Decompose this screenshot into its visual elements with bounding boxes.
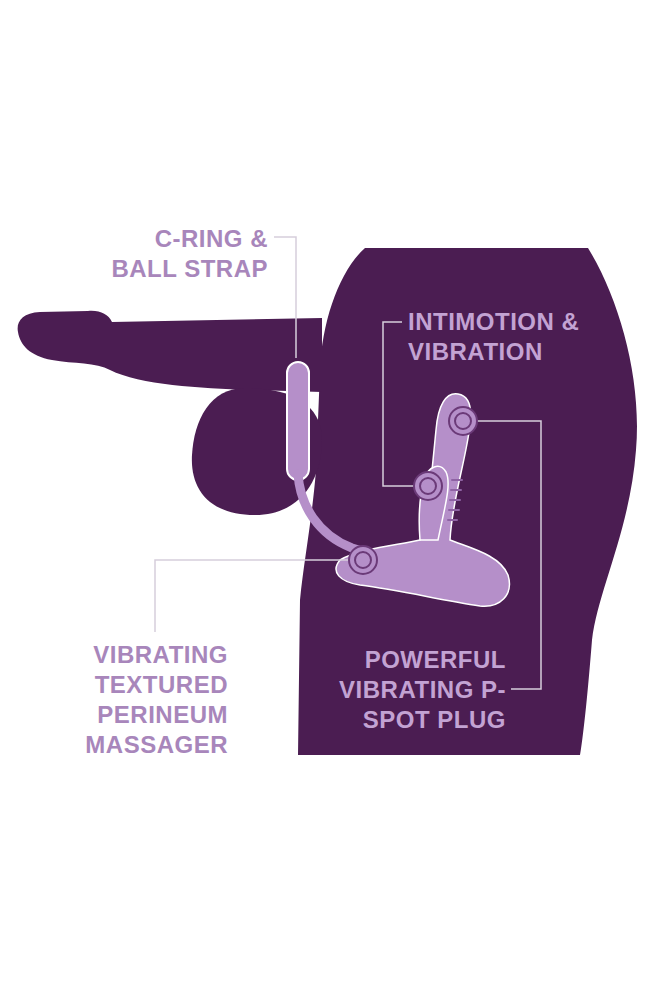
penis-silhouette xyxy=(18,311,322,392)
p-spot-plug xyxy=(336,394,509,606)
leader-lines xyxy=(155,237,541,689)
part-label: C-RING & BALL STRAP xyxy=(100,224,268,284)
part-label: VIBRATING TEXTURED PERINEUM MASSAGER xyxy=(72,640,228,760)
body-silhouette xyxy=(298,248,637,755)
ball-strap xyxy=(298,474,392,558)
c-ring xyxy=(287,362,309,480)
texture-ridges xyxy=(448,480,462,520)
part-label: POWERFUL VIBRATING P-SPOT PLUG xyxy=(322,645,506,735)
vibration-markers xyxy=(349,407,477,574)
part-label: INTIMOTION & VIBRATION xyxy=(408,307,580,367)
